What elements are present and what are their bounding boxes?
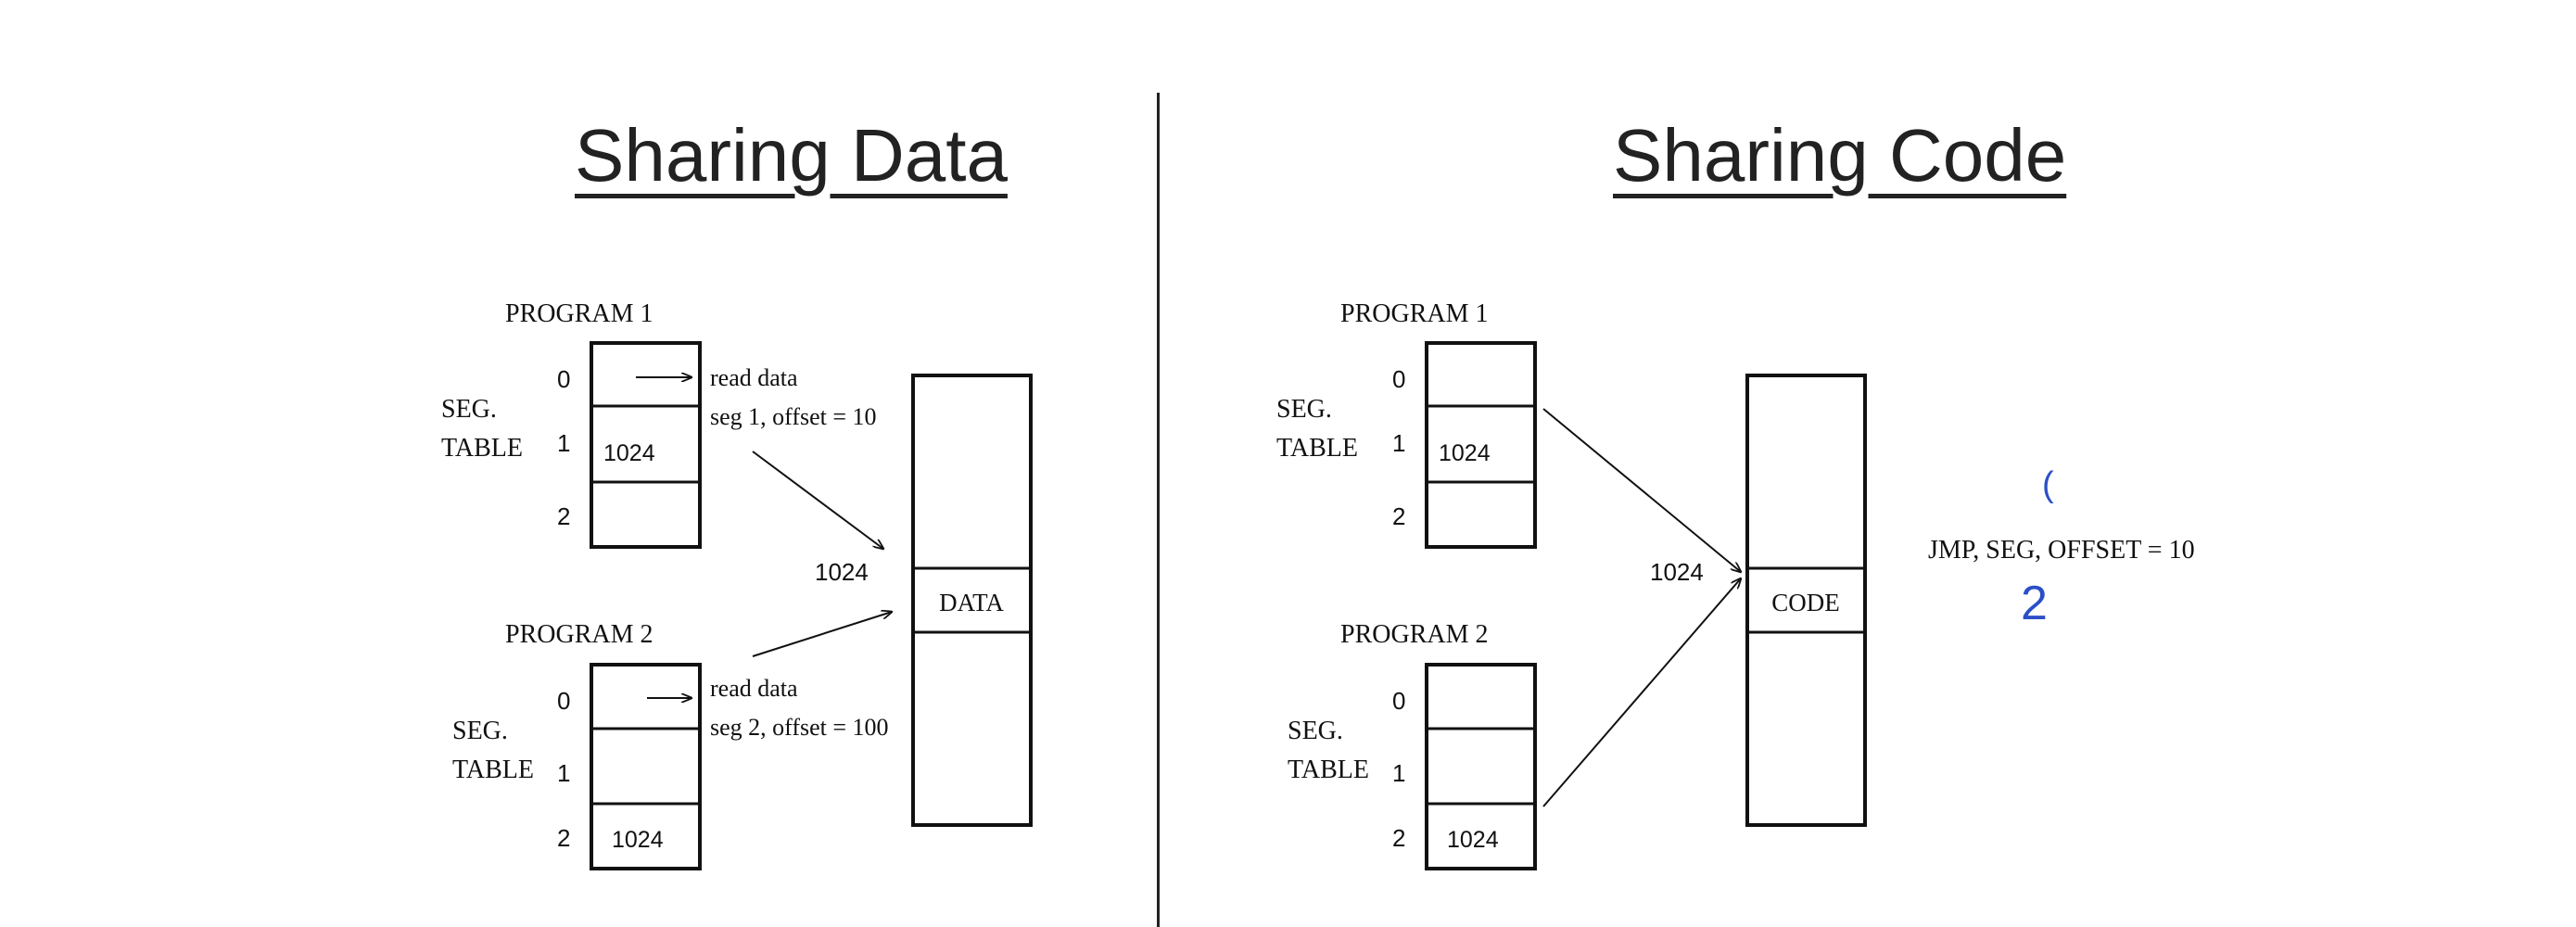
program2-segment-table [590, 663, 702, 870]
program1-table-entry: 1024 [1439, 440, 1491, 466]
arrow-to-code-segment [1542, 408, 1741, 572]
seg-index-2: 2 [1392, 824, 1405, 852]
seg-table-label-line2: TABLE [441, 434, 523, 463]
data-segment-label: DATA [939, 589, 1004, 616]
seg-table-label-line2: TABLE [1276, 434, 1358, 463]
seg-index-1: 1 [557, 759, 570, 787]
program2-label: PROGRAM 2 [505, 620, 653, 649]
seg-index-1: 1 [557, 429, 570, 457]
arrow-to-data-segment [752, 451, 883, 549]
jump-instruction: JMP, SEG, OFFSET = 10 [1928, 536, 2195, 565]
handwritten-mark-bottom: 2 [2021, 577, 2048, 630]
arrow-to-code-segment [1542, 578, 1741, 807]
program2-segment-table [1425, 663, 1537, 870]
seg-index-1: 1 [1392, 759, 1405, 787]
sharing-code-panel: PROGRAM 1 SEG. TABLE 0 1 2 1024 1024 COD… [1276, 299, 2195, 870]
program2-note-line2: seg 2, offset = 100 [710, 714, 889, 741]
code-segment-label: CODE [1771, 589, 1840, 616]
program1-segment-table [1425, 341, 1537, 549]
program2-note-line1: read data [710, 675, 798, 702]
vertical-divider [1157, 93, 1160, 927]
seg-index-0: 0 [557, 365, 570, 393]
program1-note-line1: read data [710, 364, 798, 391]
seg-index-0: 0 [1392, 687, 1405, 715]
program1-label: PROGRAM 1 [505, 299, 653, 328]
title-sharing-code: Sharing Code [1613, 114, 2067, 197]
program1-label: PROGRAM 1 [1340, 299, 1488, 328]
memory-block [911, 374, 1033, 827]
program2-table-entry: 1024 [612, 827, 664, 853]
program2-table-entry: 1024 [1447, 827, 1499, 853]
seg-index-0: 0 [557, 687, 570, 715]
seg-index-2: 2 [557, 824, 570, 852]
handwritten-mark-top: ( [2042, 465, 2054, 504]
title-sharing-data: Sharing Data [575, 114, 1008, 197]
seg-table-label-line1: SEG. [452, 717, 508, 745]
seg-table-label-line1: SEG. [1276, 395, 1332, 424]
seg-table-label-line2: TABLE [452, 756, 534, 784]
program1-table-entry: 1024 [603, 440, 655, 466]
seg-table-label-line1: SEG. [441, 395, 497, 424]
program1-note-line2: seg 1, offset = 10 [710, 403, 877, 430]
program2-label: PROGRAM 2 [1340, 620, 1488, 649]
seg-index-2: 2 [557, 502, 570, 530]
sharing-data-panel: PROGRAM 1 SEG. TABLE 0 1 2 1024 read dat… [441, 299, 1033, 870]
memory-address-label: 1024 [1650, 558, 1704, 586]
seg-table-label-line2: TABLE [1288, 756, 1369, 784]
program1-segment-table [590, 341, 702, 549]
seg-index-2: 2 [1392, 502, 1405, 530]
seg-table-label-line1: SEG. [1288, 717, 1343, 745]
seg-index-0: 0 [1392, 365, 1405, 393]
memory-block [1745, 374, 1867, 827]
seg-index-1: 1 [1392, 429, 1405, 457]
arrow-to-data-segment [752, 612, 892, 657]
memory-address-label: 1024 [815, 558, 869, 586]
